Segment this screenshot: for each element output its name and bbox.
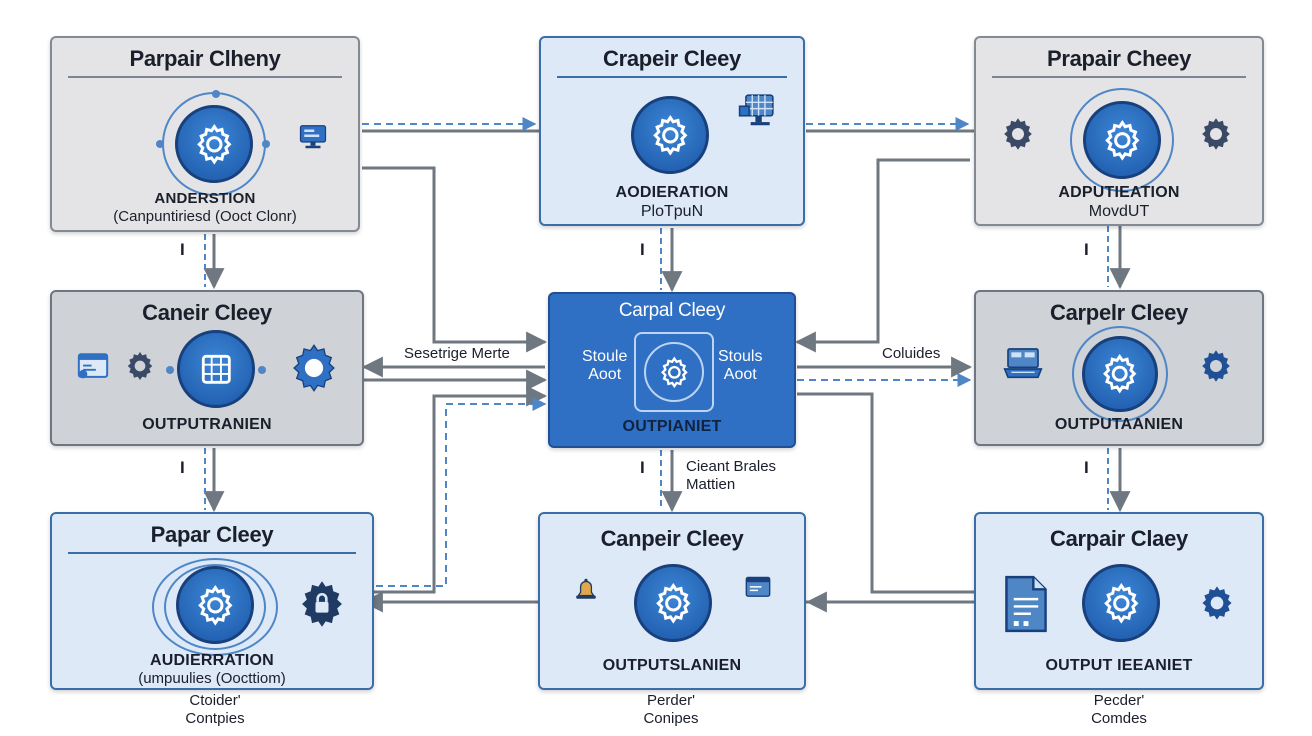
- connector-center-mid-left: [361, 356, 548, 391]
- edge-label-left-center: Sesetrige Merte: [404, 345, 510, 362]
- node-sublabel: (Canpuntiriesd (Ooct Clonr): [113, 208, 297, 225]
- node-title: Carpal Cleey: [618, 300, 726, 321]
- tick-mark: I: [1084, 240, 1089, 259]
- side-label-right: Stouls Aoot: [718, 348, 763, 383]
- divider: [68, 76, 342, 78]
- edge-label-right-center: Coluides: [882, 345, 941, 362]
- divider: [68, 552, 356, 554]
- gear-icon: [175, 105, 253, 183]
- gear-icon: [1082, 336, 1158, 412]
- ring-dot: [262, 140, 270, 148]
- node-mid-right[interactable]: Carpelr Cleey OUTPUTAANIEN: [974, 290, 1264, 446]
- connector-center-to-bottom-right: [797, 392, 999, 603]
- gear-icon: [176, 566, 254, 644]
- small-gear-icon[interactable]: [124, 350, 156, 382]
- tick-mark: I: [640, 240, 645, 259]
- node-title: Crapeir Cleey: [603, 46, 741, 71]
- node-sublabel: PloTpuN: [640, 203, 704, 220]
- small-gear-icon[interactable]: [1000, 116, 1036, 152]
- node-sublabel: MovdUT: [1088, 203, 1150, 220]
- node-label: AODIERATION: [615, 184, 729, 201]
- connector-center-down: [660, 450, 683, 513]
- ring-decoration: [1072, 326, 1168, 422]
- browser-icon[interactable]: [74, 350, 112, 384]
- node-label: OUTPUTAANIEN: [1054, 416, 1184, 433]
- connector-top-left-down: [203, 234, 225, 290]
- node-top-right[interactable]: Prapair Cheey ADPUTIEATION MovdUT: [974, 36, 1264, 226]
- node-title: Carpelr Cleey: [1050, 300, 1188, 325]
- connector-mid-left-down: [203, 448, 225, 513]
- laptop-icon[interactable]: [1000, 344, 1046, 384]
- node-title: Caneir Cleey: [142, 300, 272, 325]
- ring-decoration: [634, 332, 714, 412]
- connector-top-left-to-center: [362, 166, 548, 353]
- ring-decoration: [152, 558, 278, 656]
- node-title: Canpeir Cleey: [600, 526, 744, 551]
- tick-mark: I: [640, 458, 645, 477]
- side-label-left: Stoule Aoot: [582, 348, 628, 383]
- node-label: OUTPUTSLANIEN: [602, 657, 742, 674]
- node-label: OUTPIANIET: [622, 418, 722, 435]
- large-gear-icon[interactable]: [288, 342, 340, 394]
- grid-monitor-icon[interactable]: [737, 92, 777, 130]
- bell-icon[interactable]: [572, 576, 600, 602]
- edge-label-below-center: Cieant Brales Mattien: [686, 458, 777, 493]
- node-label: OUTPUT IEEANIET: [1045, 657, 1193, 674]
- node-title: Papar Cleey: [150, 522, 274, 547]
- tick-mark: I: [1084, 458, 1089, 477]
- gear-icon: [634, 564, 712, 642]
- connector-bottom-left-to-center: [364, 385, 548, 594]
- caption-bottom-mid: Perder' Conipes: [643, 692, 699, 727]
- gear-icon: [1082, 564, 1160, 642]
- document-icon[interactable]: [1004, 574, 1048, 634]
- ring-decoration: [164, 564, 266, 650]
- node-label: ADPUTIEATION: [1058, 184, 1180, 201]
- node-center[interactable]: Carpal Cleey Stoule Aoot Stouls Aoot OUT…: [548, 292, 796, 448]
- browser-icon[interactable]: [742, 574, 774, 602]
- ring-decoration: [1070, 88, 1174, 192]
- small-gear-icon[interactable]: [1198, 584, 1236, 622]
- gear-icon: [644, 342, 704, 402]
- gear-icon: [631, 96, 709, 174]
- small-gear-icon[interactable]: [1198, 348, 1234, 384]
- small-gear-icon[interactable]: [1198, 116, 1234, 152]
- node-top-left[interactable]: Parpair Clheny ANDERSTION (Canpuntiriesd…: [50, 36, 360, 232]
- node-top-mid[interactable]: Crapeir Cleey AODIERATION PloTpuN: [539, 36, 805, 226]
- connector-top-right-to-center: [794, 158, 970, 353]
- connector-center-mid-right: [797, 356, 973, 387]
- ring-dot: [166, 366, 174, 374]
- node-label: OUTPUTRANIEN: [142, 416, 272, 433]
- tick-mark: I: [180, 458, 185, 477]
- connector-bottom-left-dashed: [364, 397, 547, 587]
- tick-mark: I: [180, 240, 185, 259]
- node-sublabel: (umpuulies (Oocttiom): [138, 670, 286, 687]
- node-label: AUDIERRATION: [150, 652, 274, 669]
- node-bottom-left[interactable]: Papar Cleey AUDIERRATION (umpuulies (Ooc…: [50, 512, 374, 690]
- node-bottom-mid[interactable]: Canpeir Cleey OUTPUTSLANIEN: [538, 512, 806, 690]
- gear-icon: [1083, 101, 1161, 179]
- ring-dot: [258, 366, 266, 374]
- monitor-icon[interactable]: [298, 122, 328, 152]
- connector-top-right-down: [1107, 226, 1131, 290]
- node-title: Prapair Cheey: [1046, 46, 1192, 71]
- caption-bottom-right: Pecder' Comdes: [1091, 692, 1147, 727]
- node-title: Parpair Clheny: [129, 46, 281, 71]
- connector-mid-right-down: [1107, 448, 1131, 513]
- ring-dot: [212, 90, 220, 98]
- node-title: Carpair Claey: [1050, 526, 1188, 551]
- divider: [557, 76, 787, 78]
- caption-bottom-left: Ctoider' Contpies: [185, 692, 245, 727]
- node-label: ANDERSTION: [154, 190, 256, 207]
- connector-top-mid-to-top-right: [806, 117, 999, 142]
- divider: [992, 76, 1246, 78]
- node-bottom-right[interactable]: Carpair Claey OUTPUT IEEANIET: [974, 512, 1264, 690]
- node-mid-left[interactable]: Caneir Cleey OUTPUTRANIEN: [50, 290, 364, 446]
- connector-top-mid-down: [660, 228, 683, 293]
- ring-dot: [156, 140, 164, 148]
- lock-gear-icon[interactable]: [296, 578, 348, 630]
- chip-icon: [177, 330, 255, 408]
